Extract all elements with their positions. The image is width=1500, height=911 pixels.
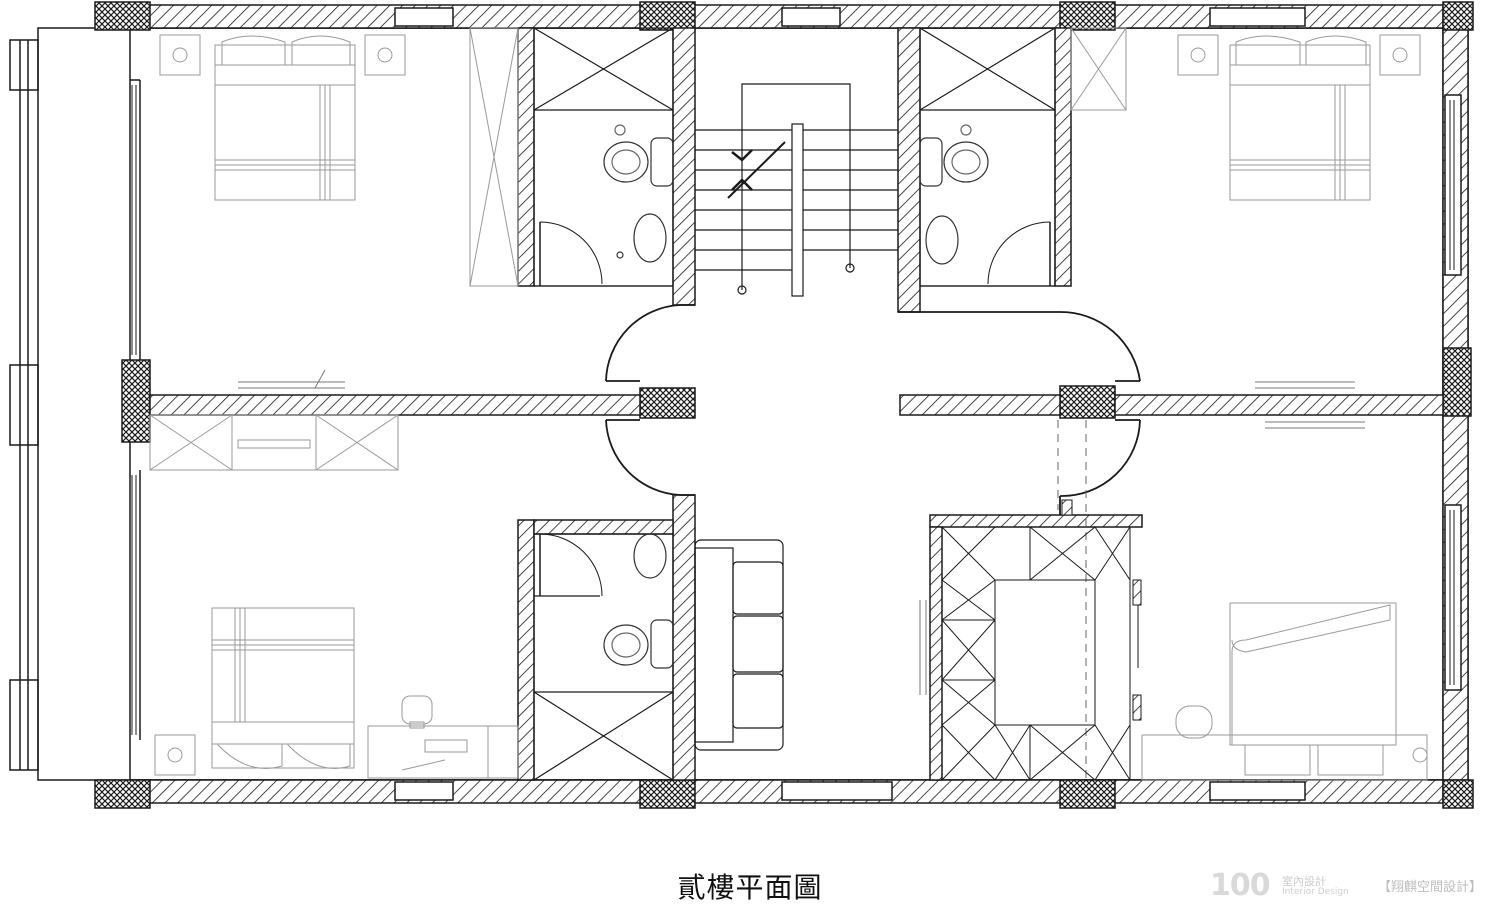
sofa — [694, 539, 784, 751]
interior-walls — [149, 27, 1444, 781]
bath-bottom-left — [533, 533, 674, 781]
bed-top-right — [1070, 27, 1421, 429]
drawing-title: 貳樓平面圖 — [677, 871, 823, 904]
wardrobe-top-left — [238, 27, 519, 389]
window-lines — [131, 85, 1455, 735]
watermark-logo: 100 — [1210, 868, 1271, 903]
bed-top-left — [159, 34, 406, 201]
walk-in-closet — [919, 526, 1142, 781]
watermark-cn: 室內設計 — [1282, 875, 1326, 888]
watermark-en: Interior Design — [1282, 887, 1349, 897]
staircase — [695, 83, 898, 297]
cabinet-bottom-left — [149, 414, 399, 471]
corridor-doors — [605, 304, 1141, 780]
watermark-firm: 【翔麒空間設計】 — [1378, 880, 1483, 895]
structural-columns — [94, 1, 1474, 809]
bath-top-left — [533, 27, 674, 287]
bed-bottom-left — [154, 607, 519, 779]
bath-top-right — [919, 27, 1056, 287]
bed-bottom-right — [1141, 602, 1428, 781]
